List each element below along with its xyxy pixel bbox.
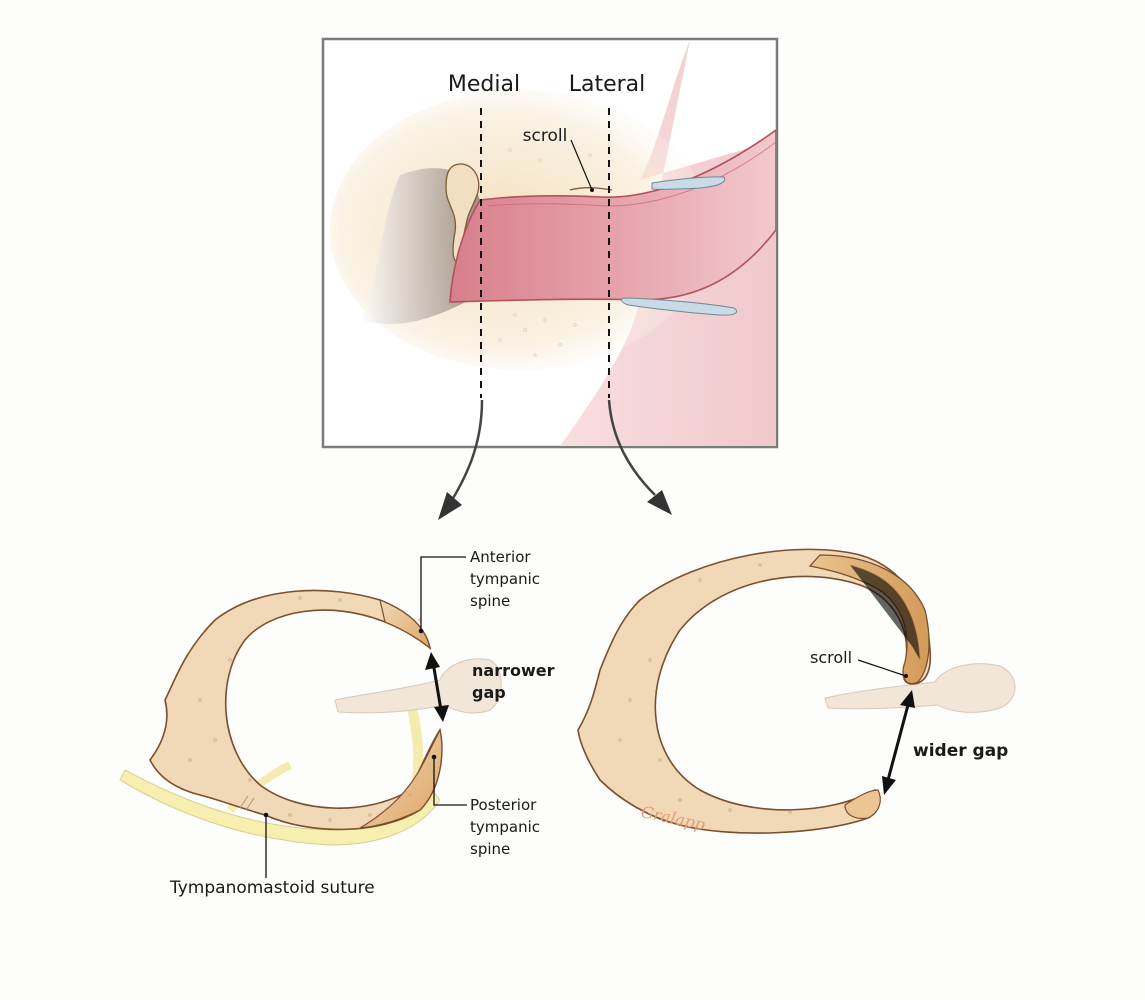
cartilage-lower [620, 297, 738, 316]
medial-arrow-head [438, 492, 462, 520]
posterior-spine [359, 728, 443, 829]
tympanomastoid-suture-label: Tympanomastoid suture [169, 878, 375, 898]
anterior-label-1: Anterior [470, 548, 531, 566]
malleus-left [334, 658, 502, 714]
wider-gap-arrow [886, 704, 910, 781]
right-bone-speckles [618, 563, 792, 814]
right-diagram: scroll wider gap [577, 548, 1016, 834]
middle-ear-shadow [360, 168, 480, 324]
left-bone-speckles [188, 596, 422, 822]
mastoid-band [119, 769, 441, 846]
scroll-label-right: scroll [810, 648, 852, 667]
posterior-leader-line [433, 757, 467, 806]
anterior-spine [379, 599, 431, 650]
medial-arrow [450, 399, 484, 501]
narrower-gap-arrow [431, 661, 443, 711]
wider-gap-label: wider gap [913, 741, 1008, 761]
scroll-leader-right [857, 659, 907, 677]
tympanic-bone-c-right [577, 548, 932, 834]
ear-canal [449, 129, 776, 303]
bone-speckles [498, 138, 592, 357]
anterior-label-3: spine [470, 592, 510, 610]
anterior-leader-line [420, 556, 466, 631]
scroll-leader-line [570, 139, 593, 191]
narrower-gap-label-2: gap [472, 683, 506, 702]
narrower-gap-label-1: narrower [472, 661, 555, 680]
anterior-label-2: tympanic [470, 570, 540, 588]
lateral-arrow-head [647, 490, 672, 515]
lateral-arrow [607, 399, 656, 496]
posterior-label-2: tympanic [470, 818, 540, 836]
cartilage-upper [651, 176, 726, 190]
posterior-label-1: Posterior [470, 796, 537, 814]
scroll-label-top: scroll [523, 126, 568, 146]
top-panel: Medial Lateral scroll [321, 37, 779, 449]
medial-label: Medial [448, 72, 520, 97]
left-diagram: Anterior tympanic spine narrower gap Pos… [119, 548, 555, 898]
posterior-label-3: spine [470, 840, 510, 858]
lateral-label: Lateral [569, 72, 646, 97]
